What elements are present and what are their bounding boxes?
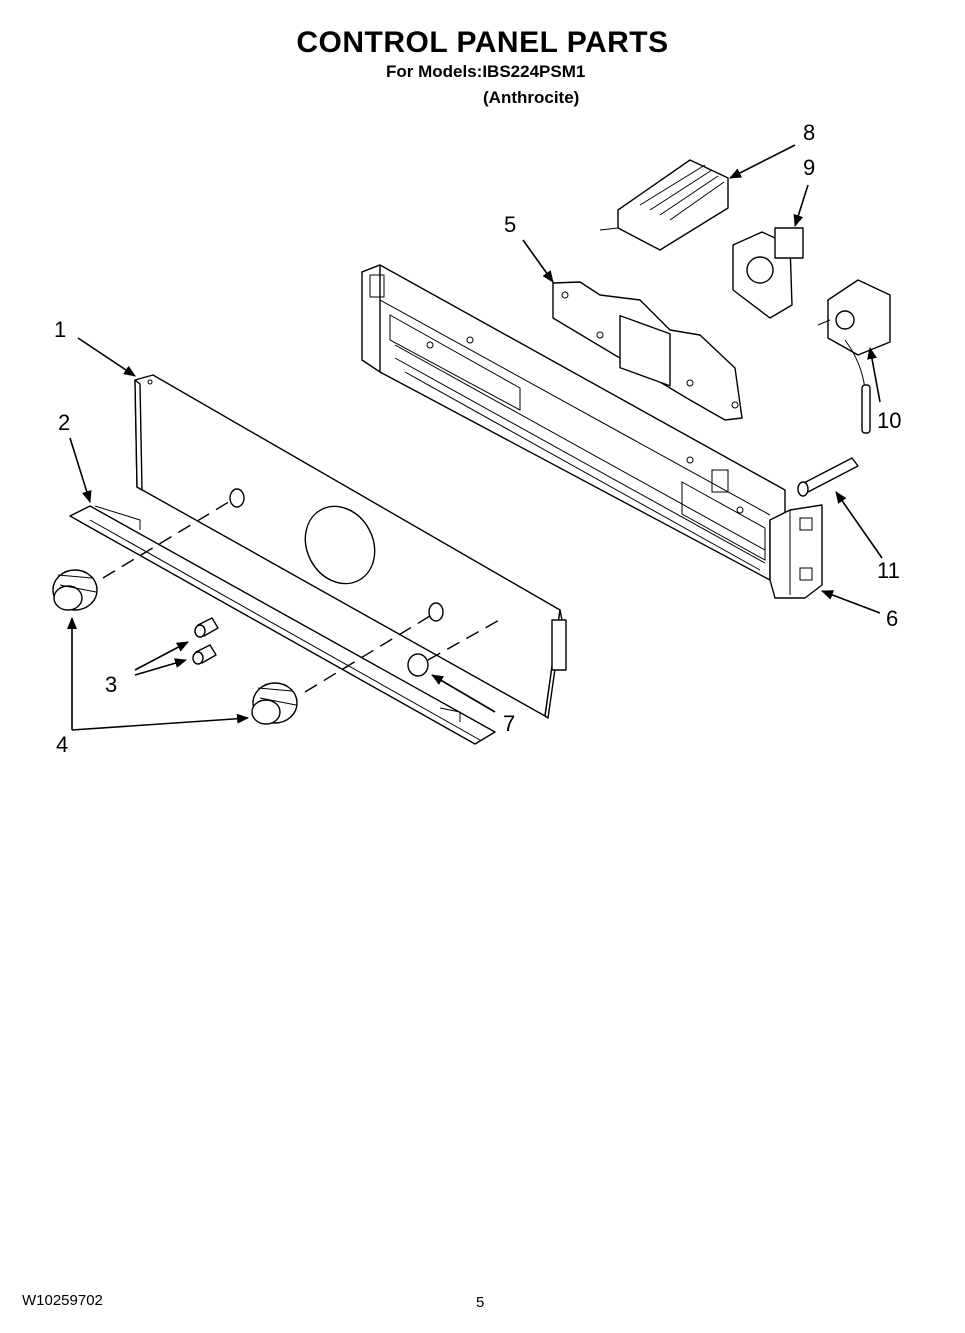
callout-8: 8 <box>803 120 815 145</box>
part-7-button <box>407 653 429 677</box>
part-2-trim-strip <box>69 505 496 745</box>
part-5-control-board <box>552 281 743 421</box>
callout-2: 2 <box>58 410 70 435</box>
callout-11: 11 <box>877 558 900 583</box>
part-4-knob-right <box>251 682 298 725</box>
document-number: W10259702 <box>22 1292 103 1309</box>
model-number: For Models:IBS224PSM1 <box>386 62 586 81</box>
color-variant: (Anthrocite) <box>483 88 580 107</box>
callout-9: 9 <box>803 155 815 180</box>
callout-1: 1 <box>54 317 66 342</box>
part-1-front-panel <box>134 374 567 719</box>
callout-4: 4 <box>56 732 68 757</box>
page-title: CONTROL PANEL PARTS <box>296 26 669 59</box>
page-number: 5 <box>476 1294 485 1311</box>
callout-6: 6 <box>886 606 898 631</box>
part-8-selector-switch <box>599 159 729 251</box>
callout-10: 10 <box>877 408 901 433</box>
callout-5: 5 <box>504 212 516 237</box>
callout-7: 7 <box>503 711 515 736</box>
part-6-console-housing <box>361 264 823 599</box>
part-4-knob-left <box>52 569 98 611</box>
part-11-shaft <box>797 457 859 497</box>
part-9-thermostat <box>732 227 804 319</box>
part-10-oven-thermostat <box>817 279 891 434</box>
callout-3: 3 <box>105 672 117 697</box>
part-3-indicator-lights <box>192 617 219 665</box>
